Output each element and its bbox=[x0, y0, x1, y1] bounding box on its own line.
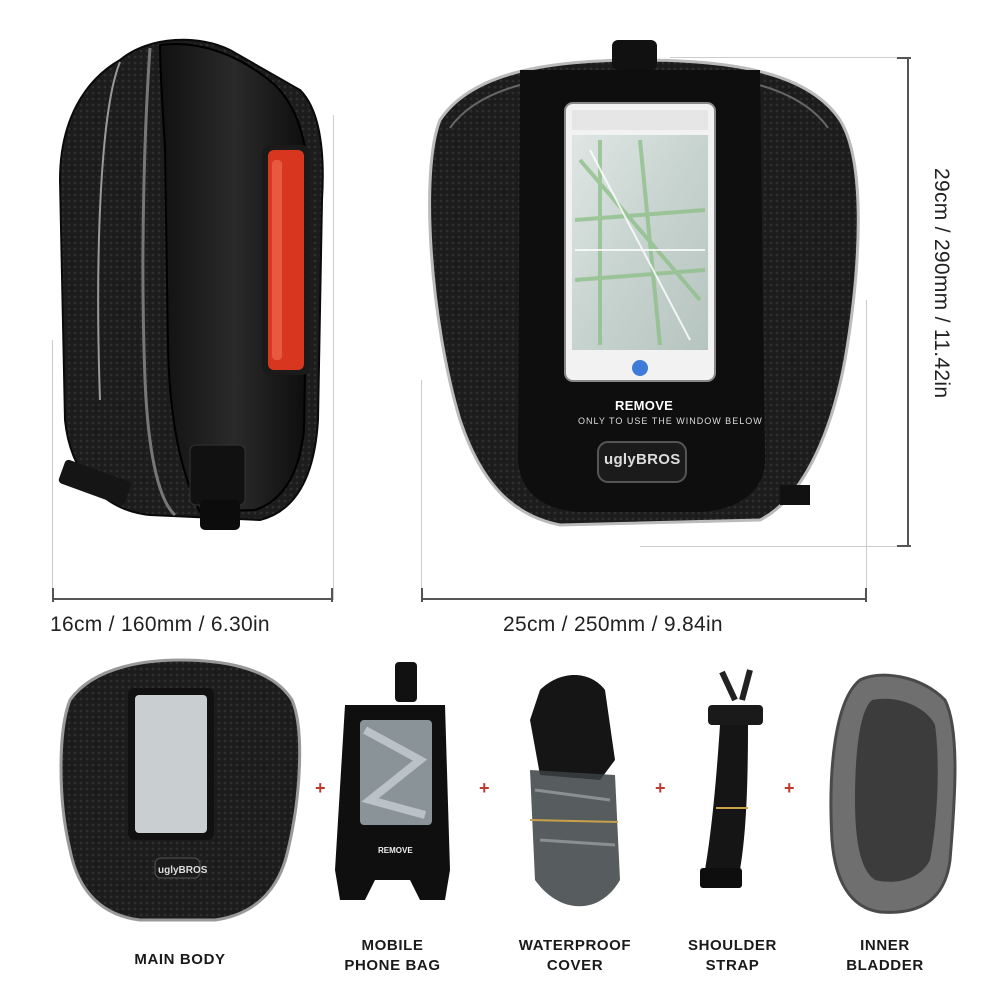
side-width-end-left bbox=[52, 588, 54, 602]
label-main-body: MAIN BODY bbox=[110, 950, 250, 970]
plus-separator-2: + bbox=[479, 778, 490, 798]
side-width-label: 16cm / 160mm / 6.30in bbox=[50, 613, 270, 636]
side-width-tick-left bbox=[52, 340, 53, 598]
side-width-tick-right bbox=[333, 115, 334, 600]
front-width-label: 25cm / 250mm / 9.84in bbox=[503, 613, 723, 636]
side-width-end-right bbox=[331, 588, 333, 602]
label-mobile-phone-bag-line2: PHONE BAG bbox=[344, 957, 441, 974]
front-width-end-right bbox=[865, 588, 867, 602]
label-shoulder-strap-line1: SHOULDER bbox=[688, 937, 777, 954]
phone-bag-remove-text: REMOVE bbox=[378, 846, 413, 855]
label-main-body-line1: MAIN BODY bbox=[134, 951, 226, 968]
brand-badge-text: uglyBROS bbox=[604, 451, 681, 468]
label-shoulder-strap-line2: STRAP bbox=[705, 957, 760, 974]
height-end-bottom bbox=[897, 545, 911, 547]
plus-separator-4: + bbox=[784, 778, 795, 798]
front-width-line bbox=[421, 598, 867, 600]
label-inner-bladder-line2: BLADDER bbox=[846, 957, 924, 974]
plus-separator-1: + bbox=[315, 778, 326, 798]
front-width-end-left bbox=[421, 588, 423, 602]
label-shoulder-strap: SHOULDER STRAP bbox=[665, 936, 800, 976]
label-waterproof-cover-line1: WATERPROOF bbox=[518, 937, 632, 954]
height-line bbox=[907, 57, 909, 547]
side-width-line bbox=[52, 598, 333, 600]
height-tick-top bbox=[670, 57, 907, 58]
label-inner-bladder-line1: INNER bbox=[860, 937, 910, 954]
window-title-text: REMOVE bbox=[615, 398, 674, 413]
front-width-tick-left bbox=[421, 380, 422, 598]
label-mobile-phone-bag-line1: MOBILE bbox=[361, 937, 424, 954]
height-tick-bottom bbox=[640, 546, 907, 547]
window-subtitle-text: ONLY TO USE THE WINDOW BELOW bbox=[578, 416, 763, 426]
label-waterproof-cover: WATERPROOF COVER bbox=[500, 936, 650, 976]
front-width-tick-right bbox=[866, 300, 867, 598]
label-waterproof-cover-line2: COVER bbox=[546, 957, 604, 974]
main-body-brand-text: uglyBROS bbox=[158, 865, 208, 876]
plus-separator-3: + bbox=[655, 778, 666, 798]
label-mobile-phone-bag: MOBILE PHONE BAG bbox=[320, 936, 465, 976]
height-end-top bbox=[897, 57, 911, 59]
label-inner-bladder: INNER BLADDER bbox=[825, 936, 945, 976]
